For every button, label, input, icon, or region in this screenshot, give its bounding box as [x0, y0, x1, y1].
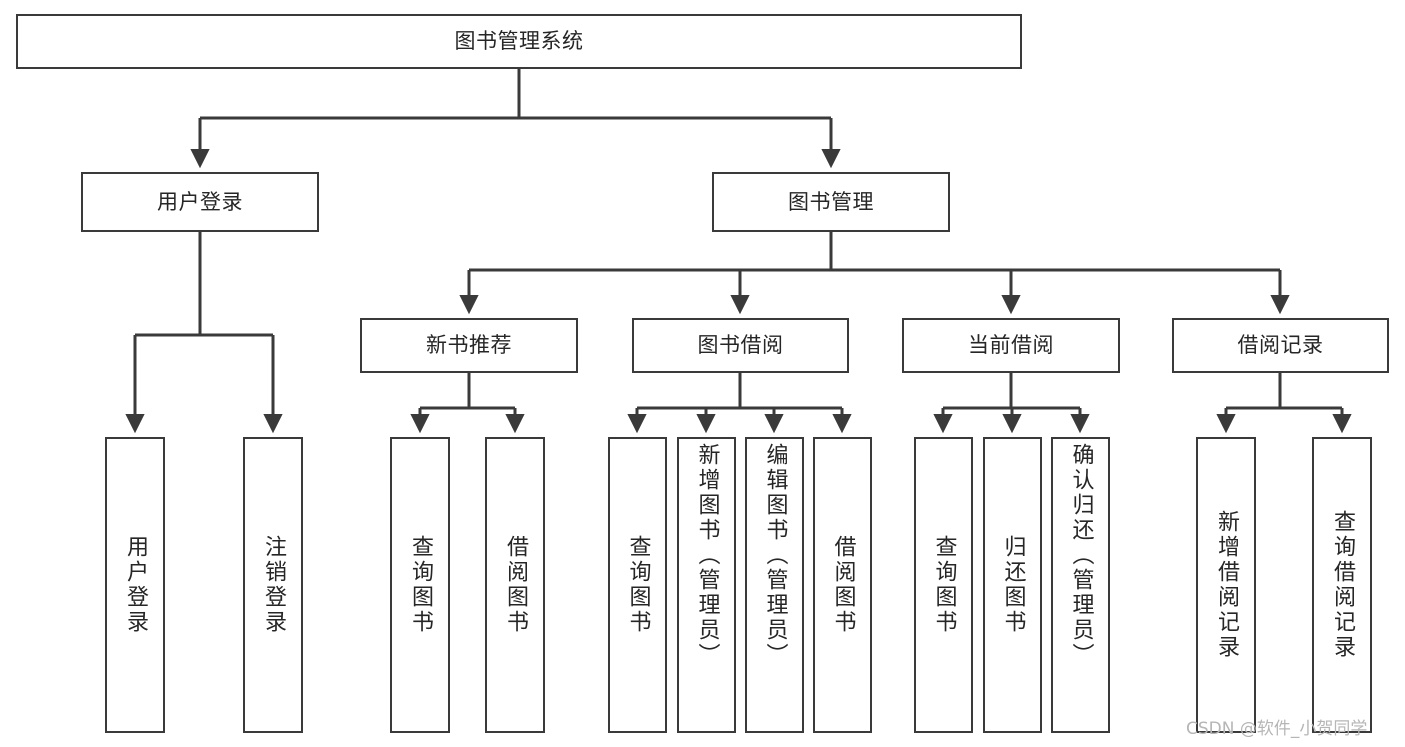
node-label: 新书推荐: [426, 333, 512, 357]
leaf-query-borrow-record[interactable]: 查询借阅记录: [1312, 437, 1372, 733]
leaf-confirm-return-admin[interactable]: 确认归还（管理员）: [1051, 437, 1110, 733]
leaf-add-borrow-record[interactable]: 新增借阅记录: [1196, 437, 1256, 733]
node-current-borrow[interactable]: 当前借阅: [902, 318, 1120, 373]
node-root-system[interactable]: 图书管理系统: [16, 14, 1022, 69]
node-label: 归还图书: [1000, 535, 1026, 635]
leaf-query-book-current[interactable]: 查询图书: [914, 437, 973, 733]
leaf-query-book-borrow[interactable]: 查询图书: [608, 437, 667, 733]
node-label: 查询图书: [408, 535, 433, 635]
node-label: 查询图书: [625, 535, 651, 635]
leaf-query-book-recommend[interactable]: 查询图书: [390, 437, 450, 733]
leaf-return-book[interactable]: 归还图书: [983, 437, 1042, 733]
node-label: 借阅图书: [830, 535, 856, 635]
node-user-login[interactable]: 用户登录: [81, 172, 319, 232]
leaf-user-logout[interactable]: 注销登录: [243, 437, 303, 733]
node-book-management[interactable]: 图书管理: [712, 172, 950, 232]
node-label: 编辑图书（管理员）: [762, 443, 788, 668]
node-label: 新增图书（管理员）: [694, 443, 720, 668]
csdn-watermark: CSDN @软件_小贺同学: [1186, 719, 1368, 739]
node-label: 新增借阅记录: [1214, 510, 1239, 660]
leaf-add-book-admin[interactable]: 新增图书（管理员）: [677, 437, 736, 733]
node-label: 图书管理: [788, 189, 874, 214]
leaf-user-login[interactable]: 用户登录: [105, 437, 165, 733]
node-label: 注销登录: [261, 535, 286, 635]
leaf-borrow-book-recommend[interactable]: 借阅图书: [485, 437, 545, 733]
node-label: 查询图书: [931, 535, 957, 635]
node-label: 用户登录: [157, 189, 243, 214]
node-book-borrow[interactable]: 图书借阅: [632, 318, 849, 373]
node-label: 查询借阅记录: [1330, 510, 1355, 660]
leaf-lend-book[interactable]: 借阅图书: [813, 437, 872, 733]
node-label: 借阅记录: [1237, 333, 1324, 357]
edges: [125, 69, 1352, 434]
node-label: 借阅图书: [503, 535, 528, 635]
node-label: 用户登录: [123, 535, 148, 635]
node-label: 当前借阅: [968, 333, 1054, 357]
node-borrow-record[interactable]: 借阅记录: [1172, 318, 1389, 373]
node-label: 确认归还（管理员）: [1068, 443, 1094, 668]
leaf-edit-book-admin[interactable]: 编辑图书（管理员）: [745, 437, 804, 733]
node-label: 图书管理系统: [454, 29, 584, 53]
node-label: 图书借阅: [697, 333, 784, 357]
node-new-book-recommend[interactable]: 新书推荐: [360, 318, 578, 373]
